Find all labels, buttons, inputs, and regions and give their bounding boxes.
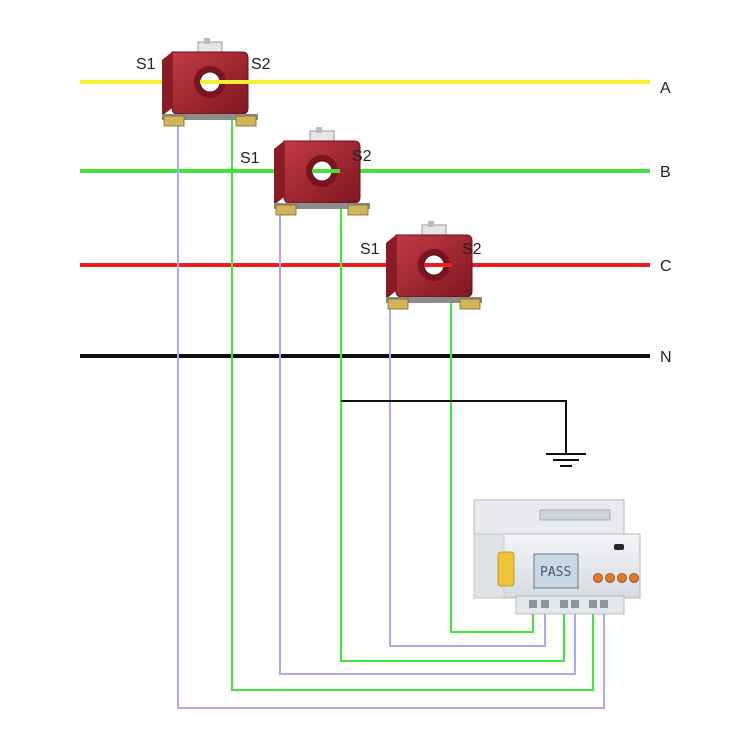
wire-a-s1	[177, 125, 605, 709]
neutral-label: N	[660, 349, 672, 366]
wire-b-s1	[279, 210, 576, 675]
ct-c-s1-label: S1	[360, 241, 380, 258]
wire-c-s1	[389, 300, 546, 647]
meter-display-text: PASS	[540, 565, 571, 580]
ground-symbol-icon	[546, 453, 586, 467]
ground-wire	[341, 400, 567, 454]
phase-b-label: B	[660, 164, 671, 181]
ct-c-s2-label: S2	[462, 241, 482, 258]
wire-c-s2	[450, 290, 534, 633]
ct-a-s1-label: S1	[136, 56, 156, 73]
ct-b-s1-label: S1	[240, 150, 260, 167]
phase-c-label: C	[660, 258, 672, 275]
energy-meter-icon: PASS	[473, 499, 641, 615]
ct-b-s2-label: S2	[352, 148, 372, 165]
ct-a-s2-label: S2	[251, 56, 271, 73]
wire-b-s2	[340, 196, 565, 662]
meter-button[interactable]	[605, 573, 615, 583]
phase-a-label: A	[660, 80, 671, 97]
meter-lcd	[533, 553, 579, 589]
meter-button[interactable]	[593, 573, 603, 583]
meter-button[interactable]	[629, 573, 639, 583]
wire-a-s2	[231, 108, 594, 691]
meter-button[interactable]	[617, 573, 627, 583]
